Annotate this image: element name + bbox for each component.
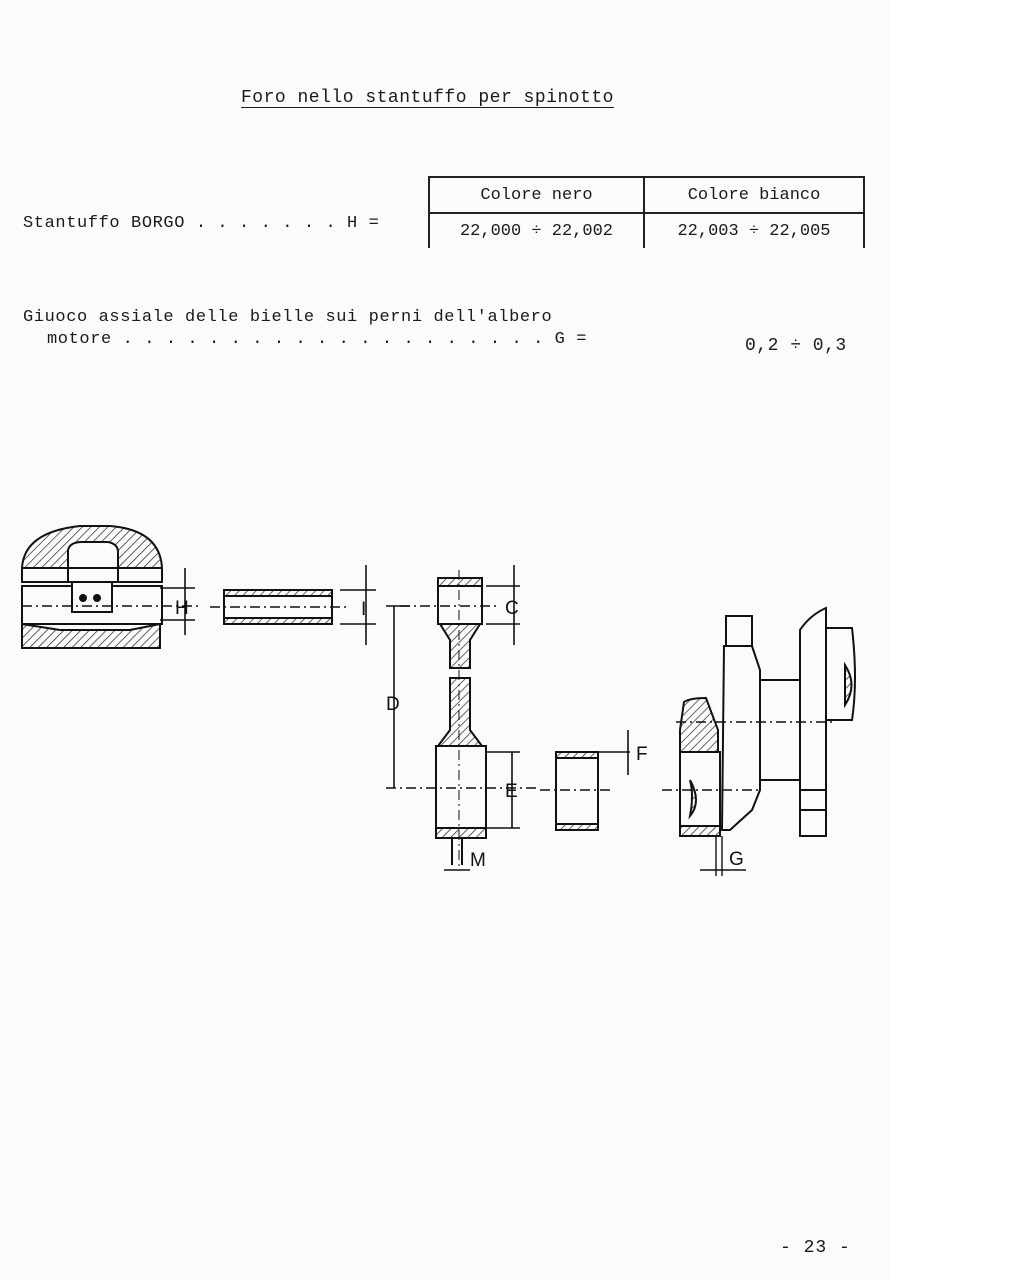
label-g: G (729, 849, 744, 870)
label-c: C (505, 598, 519, 619)
technical-drawing: H I C D E M (20, 525, 856, 876)
wrist-pin (210, 565, 376, 645)
bearing-shell (540, 730, 630, 831)
table-value-black: 22,000 ÷ 22,002 (459, 221, 614, 241)
table-header-black: Colore nero (430, 178, 643, 214)
label-m: M (470, 850, 486, 871)
crankshaft (662, 606, 856, 876)
label-d: D (386, 694, 400, 715)
axial-play-value: 0,2 ÷ 0,3 (745, 336, 847, 356)
dimension-lines-rod (386, 565, 520, 871)
page-title: Foro nello stantuffo per spinotto (241, 88, 614, 108)
table-header-white: Colore bianco (645, 178, 863, 214)
page-margin (890, 0, 1024, 1280)
spec-table: Colore nero Colore bianco 22,000 ÷ 22,00… (428, 176, 865, 248)
label-h: H (175, 598, 189, 619)
dimension-h (160, 568, 195, 635)
piston-section (20, 525, 200, 649)
label-f: F (636, 744, 648, 765)
connecting-rod (386, 570, 540, 870)
label-e: E (505, 781, 518, 802)
piston-row-label: Stantuffo BORGO . . . . . . . H = (23, 214, 380, 233)
axial-play-line1: Giuoco assiale delle bielle sui perni de… (23, 308, 553, 327)
page-number: - 23 - (780, 1238, 851, 1258)
table-divider (643, 178, 645, 248)
label-i: I (361, 599, 366, 620)
table-value-white: 22,003 ÷ 22,005 (677, 221, 831, 241)
axial-play-line2: motore . . . . . . . . . . . . . . . . .… (47, 330, 588, 349)
